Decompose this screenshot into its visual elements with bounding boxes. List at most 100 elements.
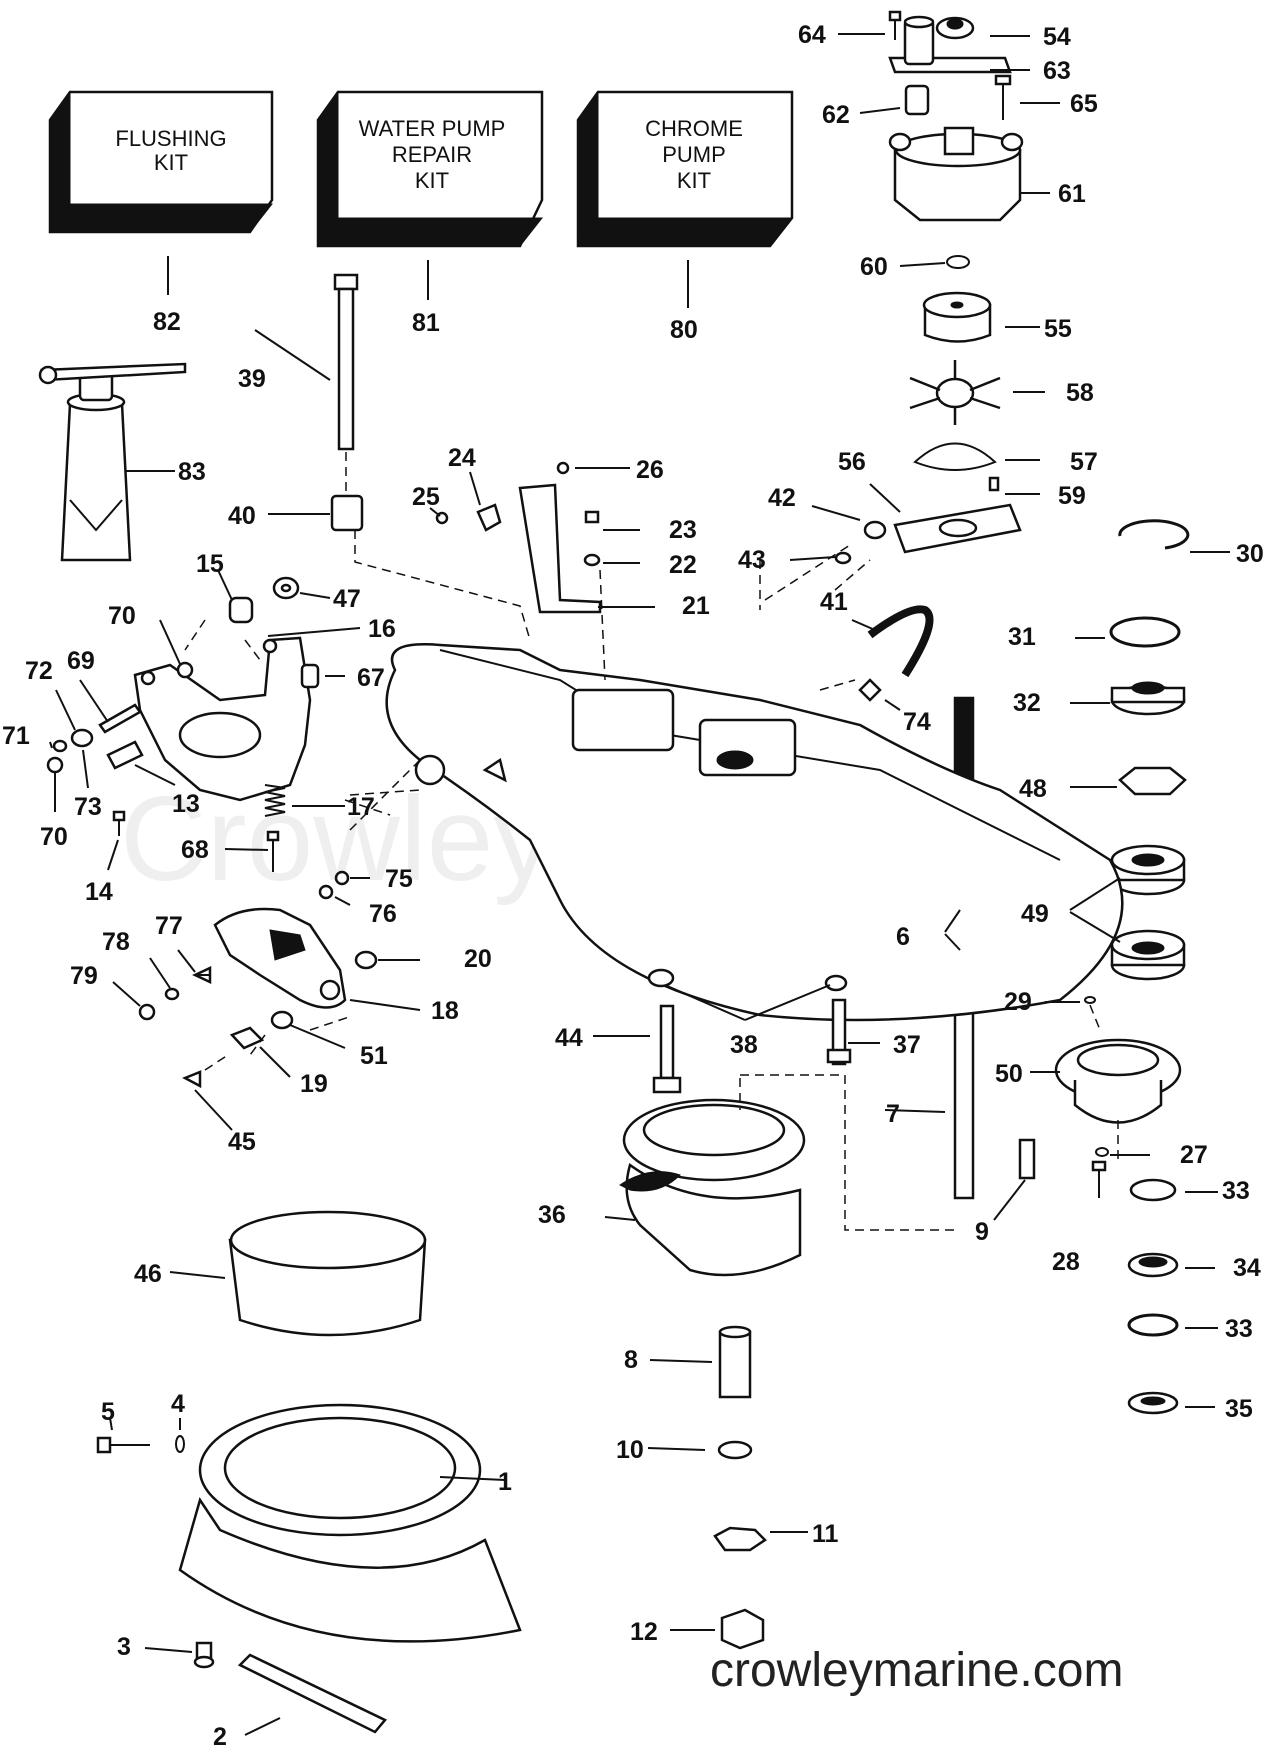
website-link[interactable]: crowleymarine.com	[710, 1644, 1123, 1697]
flushing-kit-box[interactable]: FLUSHING KIT	[48, 90, 274, 234]
washer-51[interactable]	[270, 1010, 294, 1030]
chrome-pump-kit-label-2: PUMP	[662, 142, 726, 167]
callout-80: 80	[670, 316, 698, 344]
impeller-36[interactable]	[619, 1098, 806, 1277]
screw-3[interactable]	[193, 1641, 215, 1669]
callout-33-upper: 33	[1222, 1177, 1250, 1205]
water-pump-repair-kit-box[interactable]: WATER PUMP REPAIR KIT	[316, 90, 544, 248]
tab-washer-11[interactable]	[713, 1526, 767, 1552]
block-19[interactable]	[229, 1026, 265, 1050]
washer-71[interactable]	[52, 739, 68, 753]
snap-ring-30[interactable]	[1118, 519, 1190, 550]
impeller-cup-55[interactable]	[922, 291, 992, 343]
callout-55: 55	[1044, 315, 1072, 343]
washer-38-left[interactable]	[647, 968, 675, 988]
o-ring-31[interactable]	[1109, 616, 1181, 648]
key-9[interactable]	[1018, 1138, 1036, 1180]
bearing-housing-50[interactable]	[1054, 1038, 1182, 1124]
callout-17: 17	[347, 793, 375, 821]
nut-12[interactable]	[720, 1608, 765, 1650]
callout-33-lower: 33	[1225, 1315, 1253, 1343]
callout-9: 9	[975, 1218, 989, 1246]
bolt-37[interactable]	[826, 998, 852, 1066]
washer-27[interactable]	[1095, 1147, 1109, 1157]
hose-41[interactable]	[867, 605, 934, 678]
callout-61: 61	[1058, 180, 1086, 208]
pin-13[interactable]	[106, 740, 144, 770]
screw-14[interactable]	[112, 810, 126, 836]
impeller-plate-56[interactable]	[893, 503, 1022, 554]
seal-33-lower[interactable]	[1127, 1313, 1179, 1337]
screw-77[interactable]	[192, 966, 212, 984]
bolt-44[interactable]	[652, 1004, 682, 1094]
screw-28[interactable]	[1091, 1160, 1107, 1198]
callout-82: 82	[153, 308, 181, 336]
washer-38-right[interactable]	[824, 974, 848, 992]
impeller-58[interactable]	[909, 360, 1001, 425]
bearing-49-upper[interactable]	[1110, 844, 1186, 896]
callout-48: 48	[1019, 775, 1047, 803]
wear-ring-46[interactable]	[228, 1210, 427, 1337]
bushing-15[interactable]	[228, 596, 254, 624]
intake-housing-1[interactable]	[178, 1403, 522, 1643]
washer-47[interactable]	[272, 576, 300, 600]
seal-35[interactable]	[1127, 1391, 1179, 1415]
tab-washer-48[interactable]	[1118, 766, 1187, 796]
bushing-67[interactable]	[300, 663, 320, 689]
callout-63: 63	[1043, 57, 1071, 85]
washer-10[interactable]	[717, 1440, 753, 1460]
nut-70-lower[interactable]	[46, 756, 64, 774]
fitting-74[interactable]	[858, 678, 882, 702]
flushing-kit-label-1: FLUSHING	[115, 126, 226, 151]
chrome-pump-kit-box[interactable]: CHROME PUMP KIT	[576, 90, 794, 248]
shift-bracket-16[interactable]	[133, 636, 312, 802]
callout-72: 72	[25, 657, 53, 685]
callout-50: 50	[995, 1060, 1023, 1088]
seal-33-upper[interactable]	[1129, 1178, 1177, 1202]
washer-43[interactable]	[834, 551, 852, 565]
jet-drive-housing[interactable]	[385, 643, 1124, 1022]
spacer-40[interactable]	[330, 494, 364, 532]
stud-69[interactable]	[98, 703, 142, 734]
callout-34: 34	[1233, 1254, 1261, 1282]
clamp-24[interactable]	[476, 503, 502, 532]
washer-76[interactable]	[318, 884, 334, 900]
seal-32[interactable]	[1110, 681, 1186, 716]
washer-78[interactable]	[164, 987, 180, 1001]
nut-70-upper[interactable]	[176, 661, 194, 679]
screw-65[interactable]	[994, 74, 1012, 120]
screw-23[interactable]	[584, 510, 600, 524]
washer-29[interactable]	[1084, 996, 1096, 1004]
nut-26[interactable]	[556, 461, 570, 475]
fitting-42[interactable]	[863, 520, 887, 540]
bushing-62[interactable]	[904, 84, 930, 116]
callout-56: 56	[838, 448, 866, 476]
screw-68[interactable]	[266, 830, 280, 872]
screw-64[interactable]	[888, 10, 902, 40]
callout-26: 26	[636, 456, 664, 484]
bearing-49-lower[interactable]	[1110, 929, 1186, 981]
callout-14: 14	[85, 878, 113, 906]
washer-22[interactable]	[583, 553, 601, 567]
pump-housing-cover-63[interactable]	[888, 15, 1012, 74]
screw-45[interactable]	[182, 1070, 202, 1089]
seal-34[interactable]	[1127, 1252, 1179, 1278]
bolt-39[interactable]	[333, 273, 359, 500]
o-ring-57[interactable]	[913, 442, 997, 471]
bracket-21[interactable]	[518, 483, 602, 614]
nut-79[interactable]	[138, 1003, 156, 1021]
strip-2[interactable]	[237, 1653, 387, 1734]
washer-72[interactable]	[70, 728, 94, 748]
shift-lever-18[interactable]	[213, 907, 347, 1009]
pump-housing-61[interactable]	[888, 126, 1024, 222]
o-ring-60[interactable]	[946, 255, 970, 269]
spacer-8[interactable]	[718, 1325, 752, 1399]
flushing-tool-83[interactable]	[38, 362, 187, 562]
nut-75[interactable]	[334, 870, 350, 886]
washer-20[interactable]	[354, 950, 378, 970]
callout-70-upper: 70	[108, 602, 136, 630]
seal-54[interactable]	[935, 16, 975, 40]
o-ring-4[interactable]	[175, 1435, 185, 1453]
key-59[interactable]	[988, 476, 1000, 492]
spring-17[interactable]	[264, 784, 286, 817]
